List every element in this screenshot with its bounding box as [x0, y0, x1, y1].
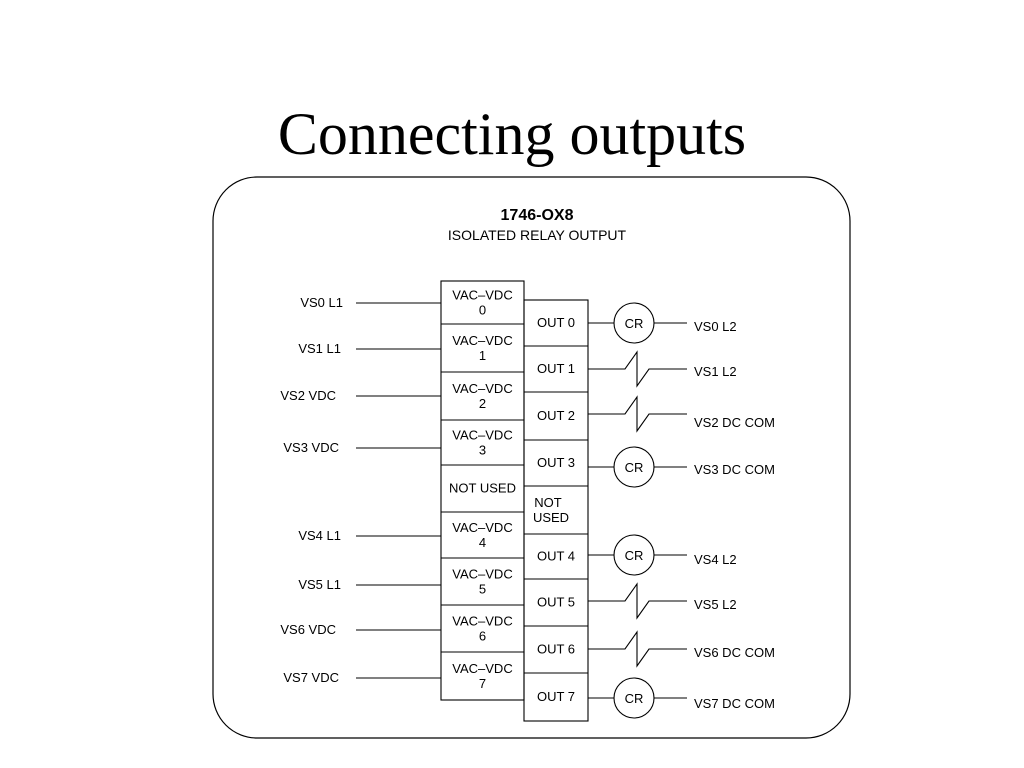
- switch-icon: [588, 582, 687, 620]
- return-label: VS6 DC COM: [694, 645, 775, 660]
- return-label: VS5 L2: [694, 597, 737, 612]
- supply-label: VS3 VDC: [283, 440, 339, 455]
- left-terminal-label: VAC–VDC: [452, 661, 512, 676]
- left-terminal-number: 1: [479, 348, 486, 363]
- right-terminal-label: OUT 0: [537, 315, 575, 330]
- left-terminal-number: 5: [479, 582, 486, 597]
- left-terminal-number: 2: [479, 396, 486, 411]
- right-terminal-label: OUT 2: [537, 408, 575, 423]
- module-subtitle: ISOLATED RELAY OUTPUT: [448, 227, 627, 243]
- right-terminal-label: OUT 1: [537, 361, 575, 376]
- right-terminal-label: USED: [533, 510, 569, 525]
- relay-coil-label: CR: [625, 316, 644, 331]
- left-terminal-label: VAC–VDC: [452, 520, 512, 535]
- right-terminal-label: OUT 5: [537, 595, 575, 610]
- right-terminal-label: OUT 6: [537, 642, 575, 657]
- left-terminal-label: VAC–VDC: [452, 381, 512, 396]
- left-terminal-number: 4: [479, 535, 486, 550]
- supply-label: VS4 L1: [298, 528, 341, 543]
- relay-coil-label: CR: [625, 548, 644, 563]
- left-terminal-number: 7: [479, 676, 486, 691]
- switch-icon: [588, 630, 687, 668]
- relay-coil-label: CR: [625, 691, 644, 706]
- module-name: 1746-OX8: [501, 207, 574, 224]
- diagram-frame: [212, 176, 851, 739]
- left-terminal-label: VAC–VDC: [452, 333, 512, 348]
- switch-icon: [588, 350, 687, 388]
- return-label: VS2 DC COM: [694, 415, 775, 430]
- left-terminal-label: VAC–VDC: [452, 428, 512, 443]
- supply-label: VS2 VDC: [280, 388, 336, 403]
- right-terminal-label: OUT 3: [537, 455, 575, 470]
- right-terminal-label: OUT 4: [537, 549, 575, 564]
- left-terminal-label: VAC–VDC: [452, 567, 512, 582]
- return-label: VS1 L2: [694, 364, 737, 379]
- left-terminal-number: 3: [479, 443, 486, 458]
- supply-label: VS1 L1: [298, 341, 341, 356]
- left-terminal-label: NOT USED: [449, 481, 516, 496]
- supply-label: VS7 VDC: [283, 670, 339, 685]
- return-label: VS4 L2: [694, 552, 737, 567]
- right-terminal-label: OUT 7: [537, 689, 575, 704]
- relay-coil-label: CR: [625, 460, 644, 475]
- slide-title: Connecting outputs: [277, 101, 747, 167]
- return-label: VS0 L2: [694, 319, 737, 334]
- return-label: VS3 DC COM: [694, 462, 775, 477]
- left-terminal-label: VAC–VDC: [452, 614, 512, 629]
- supply-label: VS5 L1: [298, 577, 341, 592]
- left-terminal-number: 0: [479, 303, 486, 318]
- right-terminal-label: NOT: [534, 495, 562, 510]
- supply-label: VS6 VDC: [280, 622, 336, 637]
- left-terminal-number: 6: [479, 629, 486, 644]
- left-terminal-label: VAC–VDC: [452, 288, 512, 303]
- return-label: VS7 DC COM: [694, 696, 775, 711]
- right-terminal-block: [523, 299, 589, 722]
- switch-icon: [588, 395, 687, 433]
- supply-label: VS0 L1: [300, 295, 343, 310]
